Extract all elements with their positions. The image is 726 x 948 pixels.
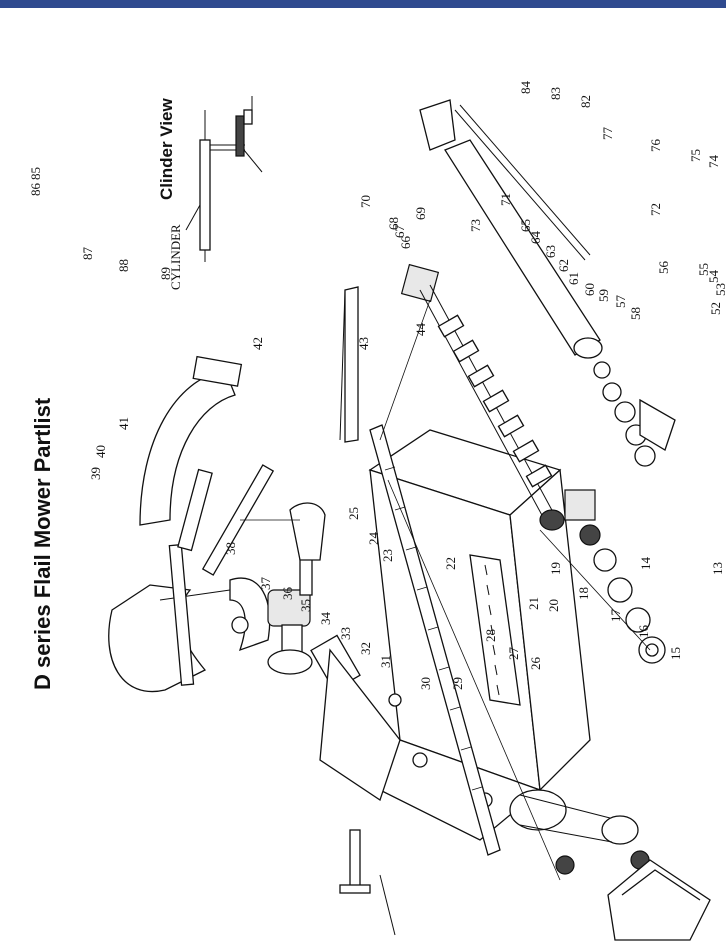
skid-bar — [339, 286, 359, 443]
callout-cyl-85: 85 — [28, 167, 43, 180]
callout-37: 37 — [258, 577, 273, 591]
callout-20: 20 — [546, 599, 561, 612]
callout-38: 38 — [223, 542, 238, 555]
callout-33: 33 — [338, 627, 353, 640]
callout-67: 67 — [392, 225, 407, 239]
callout-66: 66 — [398, 236, 413, 250]
callout-cyl-88: 88 — [116, 259, 131, 272]
callout-23: 23 — [380, 549, 395, 562]
callout-17: 17 — [608, 609, 623, 623]
top-link-arm — [139, 355, 243, 552]
callout-28: 28 — [483, 629, 498, 642]
callout-39: 39 — [88, 467, 103, 480]
cylinder-label: CYLINDER — [168, 224, 183, 290]
callout-70: 70 — [358, 195, 373, 208]
callout-65: 65 — [518, 219, 533, 232]
callout-19: 19 — [548, 562, 563, 575]
callout-73: 73 — [468, 219, 483, 232]
diagram-page: D series Flail Mower Partlist Clinder Vi… — [0, 8, 726, 948]
diagram-title: D series Flail Mower Partlist — [30, 397, 55, 690]
callout-26: 26 — [528, 657, 543, 671]
callout-64: 64 — [528, 231, 543, 245]
callout-42: 42 — [250, 337, 265, 350]
callout-40: 40 — [93, 445, 108, 458]
callout-84: 84 — [518, 81, 533, 95]
callout-60: 60 — [582, 283, 597, 296]
callout-43: 43 — [356, 337, 371, 350]
callout-68: 68 — [386, 217, 401, 230]
callout-25: 25 — [346, 507, 361, 520]
callout-41: 41 — [116, 417, 131, 430]
bearing-stack — [564, 489, 666, 664]
callout-61: 61 — [566, 272, 581, 285]
callout-21: 21 — [526, 597, 541, 610]
callout-30: 30 — [418, 677, 433, 690]
callout-29: 29 — [450, 677, 465, 690]
mower-housing — [319, 429, 591, 841]
callout-69: 69 — [413, 207, 428, 220]
callout-32: 32 — [358, 642, 373, 655]
callout-13: 13 — [710, 562, 725, 575]
callout-55: 55 — [696, 263, 711, 276]
callout-16: 16 — [636, 625, 651, 639]
callout-18: 18 — [576, 587, 591, 600]
callout-59: 59 — [596, 289, 611, 302]
callout-24: 24 — [366, 532, 381, 546]
callout-74: 74 — [706, 155, 721, 169]
callout-56: 56 — [656, 261, 671, 275]
callout-71: 71 — [498, 193, 513, 206]
belt-guard — [607, 859, 711, 941]
callout-52: 52 — [708, 302, 723, 315]
callout-cyl-89: 89 — [158, 267, 173, 280]
flail-rotor — [400, 263, 565, 531]
callout-75: 75 — [688, 149, 703, 162]
callout-cyl-87: 87 — [80, 247, 95, 261]
callout-35: 35 — [298, 599, 313, 612]
callout-labels: 1234567891011121314151617181920212223242… — [28, 81, 726, 691]
callout-22: 22 — [443, 557, 458, 570]
callout-15: 15 — [668, 647, 683, 660]
callout-57: 57 — [613, 295, 628, 309]
callout-63: 63 — [543, 245, 558, 258]
callout-76: 76 — [648, 139, 663, 153]
callout-62: 62 — [556, 259, 571, 272]
callout-82: 82 — [578, 95, 593, 108]
callout-54: 54 — [706, 270, 721, 284]
a-frame-hitch — [108, 464, 275, 693]
rear-roller — [419, 99, 676, 467]
top-accent-bar — [0, 0, 726, 8]
callout-34: 34 — [318, 612, 333, 626]
callout-27: 27 — [506, 647, 521, 661]
callout-58: 58 — [628, 307, 643, 320]
callout-36: 36 — [280, 587, 295, 601]
cylinder-view-title: Clinder View — [157, 98, 176, 200]
callout-44: 44 — [413, 323, 428, 337]
grass-deflector-blade — [369, 424, 501, 856]
callout-83: 83 — [548, 87, 563, 100]
cylinder-view-inset: Clinder View CYLINDER — [157, 96, 263, 290]
callout-14: 14 — [638, 557, 653, 571]
hitch-pin — [339, 829, 396, 936]
hydraulic-cylinder-shape — [199, 139, 211, 251]
callout-cyl-86: 86 — [28, 183, 43, 197]
callout-53: 53 — [713, 283, 726, 296]
leader-lines — [240, 299, 651, 881]
belt-drive — [509, 789, 650, 875]
callout-72: 72 — [648, 203, 663, 216]
callout-77: 77 — [600, 127, 615, 141]
callout-31: 31 — [378, 655, 393, 668]
exploded-parts-diagram: D series Flail Mower Partlist Clinder Vi… — [28, 81, 726, 941]
